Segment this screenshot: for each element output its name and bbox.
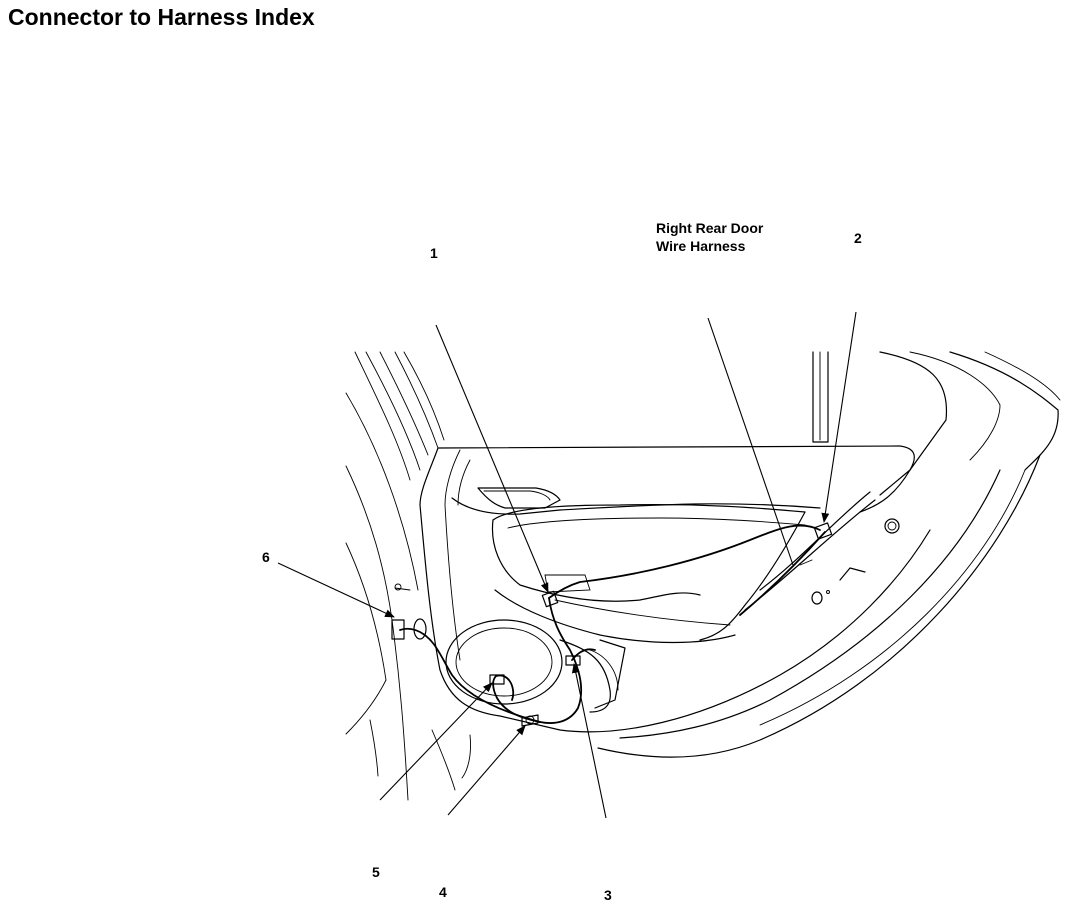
connectors [391,522,833,727]
callout-1: 1 [430,245,438,261]
leader-4 [447,725,526,816]
callout-6: 6 [262,549,270,565]
leader-3 [571,663,607,819]
harness-label-line2: Wire Harness [656,238,746,254]
harness-label-line1: Right Rear Door [656,220,764,236]
page-title: Connector to Harness Index [8,4,315,30]
callout-3: 3 [604,887,612,903]
door-trim-panel [419,445,931,733]
leader-2 [821,311,857,523]
leader-6 [277,562,395,618]
wire-harness [399,524,826,724]
body-pillar-lines [345,351,471,801]
harness-label: Right Rear Door Wire Harness [656,219,763,255]
door-inner-frame [744,491,900,611]
leader-lines [277,311,857,819]
leader-harness [707,317,794,566]
callout-2: 2 [854,230,862,246]
leader-1 [435,324,549,593]
window-frame-lines [597,351,1061,758]
leader-5 [379,682,493,801]
callout-5: 5 [372,864,380,880]
callout-4: 4 [439,884,447,900]
